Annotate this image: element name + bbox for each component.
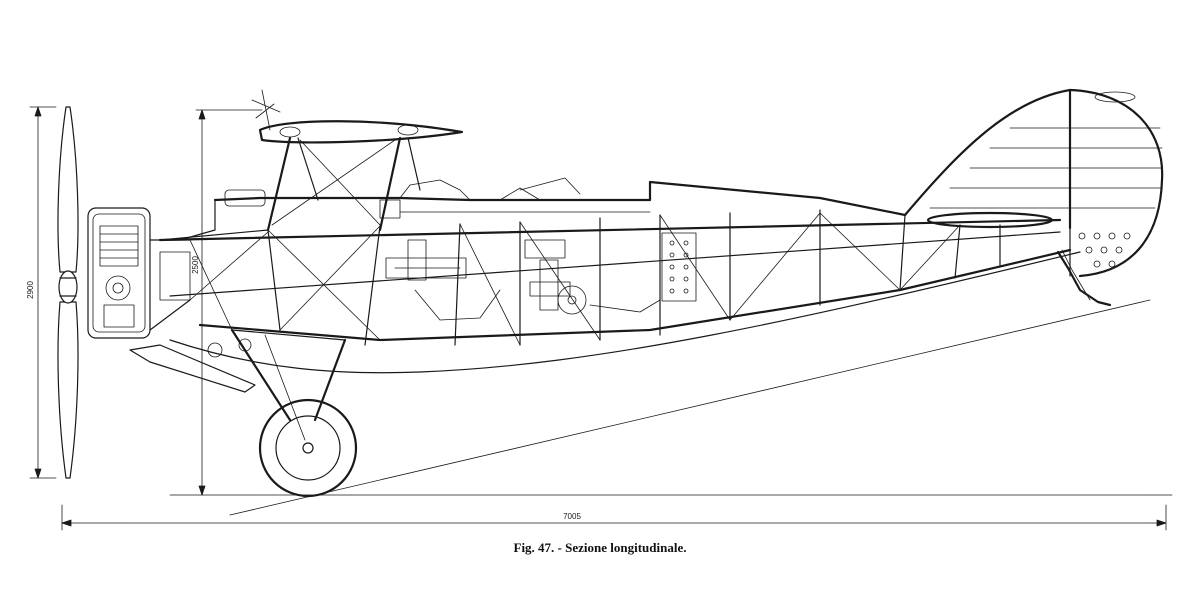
engine-mount	[159, 229, 269, 358]
propeller-diameter-label: 2900	[26, 281, 35, 299]
height-label: 2500	[191, 256, 200, 274]
ground-lines	[169, 299, 1173, 516]
fuselage	[158, 177, 1081, 374]
figure-caption: Fig. 47. - Sezione longitudinale.	[513, 540, 687, 555]
radial-engine	[87, 207, 256, 393]
cabane-struts	[266, 136, 421, 232]
height-dimension: 2500	[191, 109, 263, 496]
propeller-diameter-dimension: 2900	[26, 106, 57, 479]
length-dimension: 7005	[61, 504, 1167, 531]
vertical-tail	[903, 88, 1164, 278]
upper-wing	[251, 89, 464, 144]
cockpit-equipment	[385, 239, 661, 321]
horizontal-stabilizer	[926, 211, 1054, 229]
tail-skid	[1056, 249, 1112, 307]
perforated-bulkhead	[661, 232, 697, 302]
propeller	[57, 106, 79, 479]
fuel-tank	[224, 189, 651, 219]
length-label: 7005	[563, 512, 581, 521]
main-wheel	[258, 398, 358, 498]
rudder-holes	[1078, 232, 1131, 268]
landing-gear	[230, 328, 347, 441]
fuselage-truss	[267, 209, 1001, 346]
